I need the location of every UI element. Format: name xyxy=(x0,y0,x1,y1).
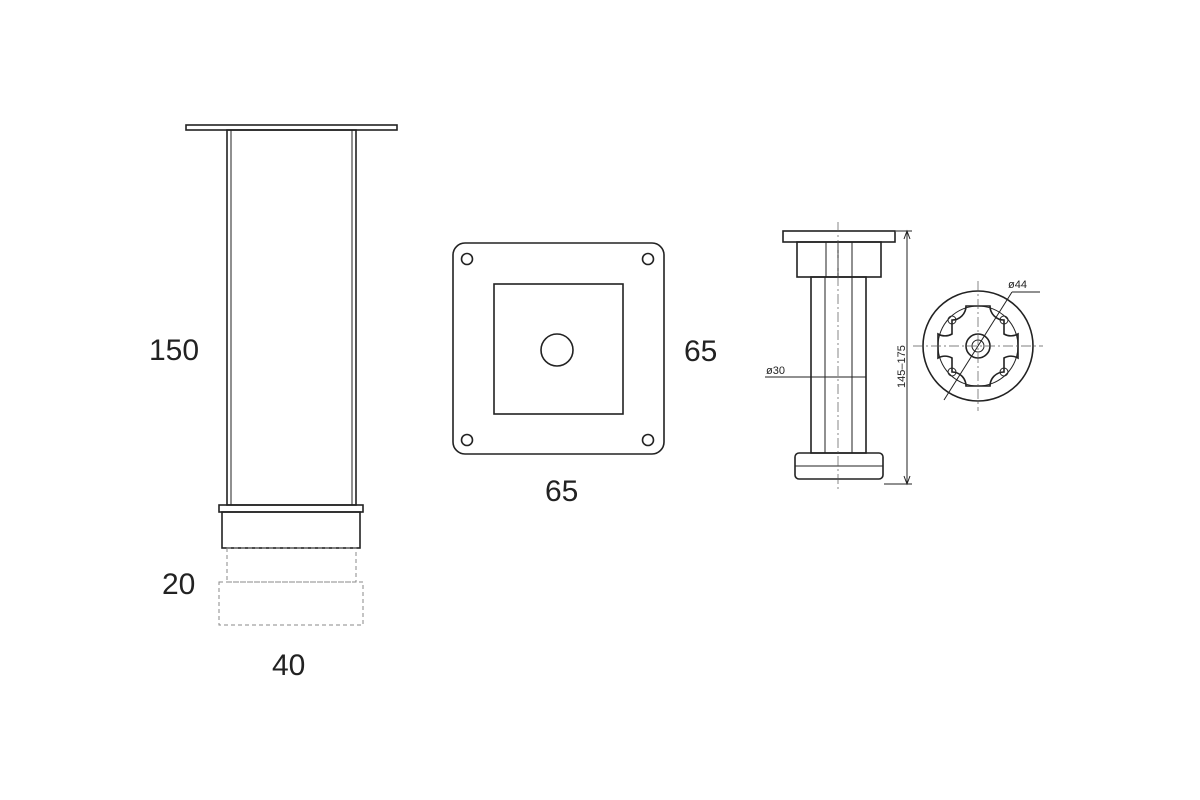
center-hole xyxy=(540,333,574,367)
leg-foot-collar xyxy=(218,504,364,513)
plate-center-square xyxy=(493,283,624,415)
tech-tube xyxy=(810,276,867,454)
tube-diameter-dimension: ø30 xyxy=(766,365,785,377)
base-cross-shape xyxy=(937,305,1019,387)
screw-hole-bottom-right xyxy=(641,433,655,447)
range-dimension: 145–175 xyxy=(896,345,908,388)
range-arrow-top xyxy=(903,229,911,240)
base-hole-top-right xyxy=(999,315,1009,325)
leg-foot xyxy=(221,511,361,549)
diameter-dimension: 40 xyxy=(272,649,305,682)
tech-top-plate xyxy=(782,230,896,243)
range-arrow-bottom xyxy=(903,475,911,486)
adjustment-range-foot xyxy=(218,581,364,626)
leg-tube xyxy=(226,129,357,506)
base-diameter-dimension: ø44 xyxy=(1008,279,1027,291)
base-hole-bottom-right xyxy=(999,367,1009,377)
base-hole-bottom-left xyxy=(947,367,957,377)
adjustment-dimension: 20 xyxy=(162,568,195,601)
adjustment-range-stem xyxy=(226,547,357,583)
base-diameter-line xyxy=(943,291,1013,401)
tech-top-body xyxy=(796,241,882,278)
plate-width-dimension: 65 xyxy=(545,475,578,508)
screw-hole-top-left xyxy=(460,252,474,266)
screw-hole-bottom-left xyxy=(460,433,474,447)
mounting-plate-view: 65 65 xyxy=(452,242,717,508)
leg-technical-view: ø30 145–175 xyxy=(765,222,912,490)
plate-outline xyxy=(452,242,665,455)
screw-hole-top-right xyxy=(641,252,655,266)
plate-height-dimension: 65 xyxy=(684,335,717,368)
base-hole-top-left xyxy=(947,315,957,325)
leg-side-view: 150 20 40 xyxy=(149,124,398,682)
height-dimension: 150 xyxy=(149,334,199,367)
base-plate-view: ø44 xyxy=(913,279,1043,411)
